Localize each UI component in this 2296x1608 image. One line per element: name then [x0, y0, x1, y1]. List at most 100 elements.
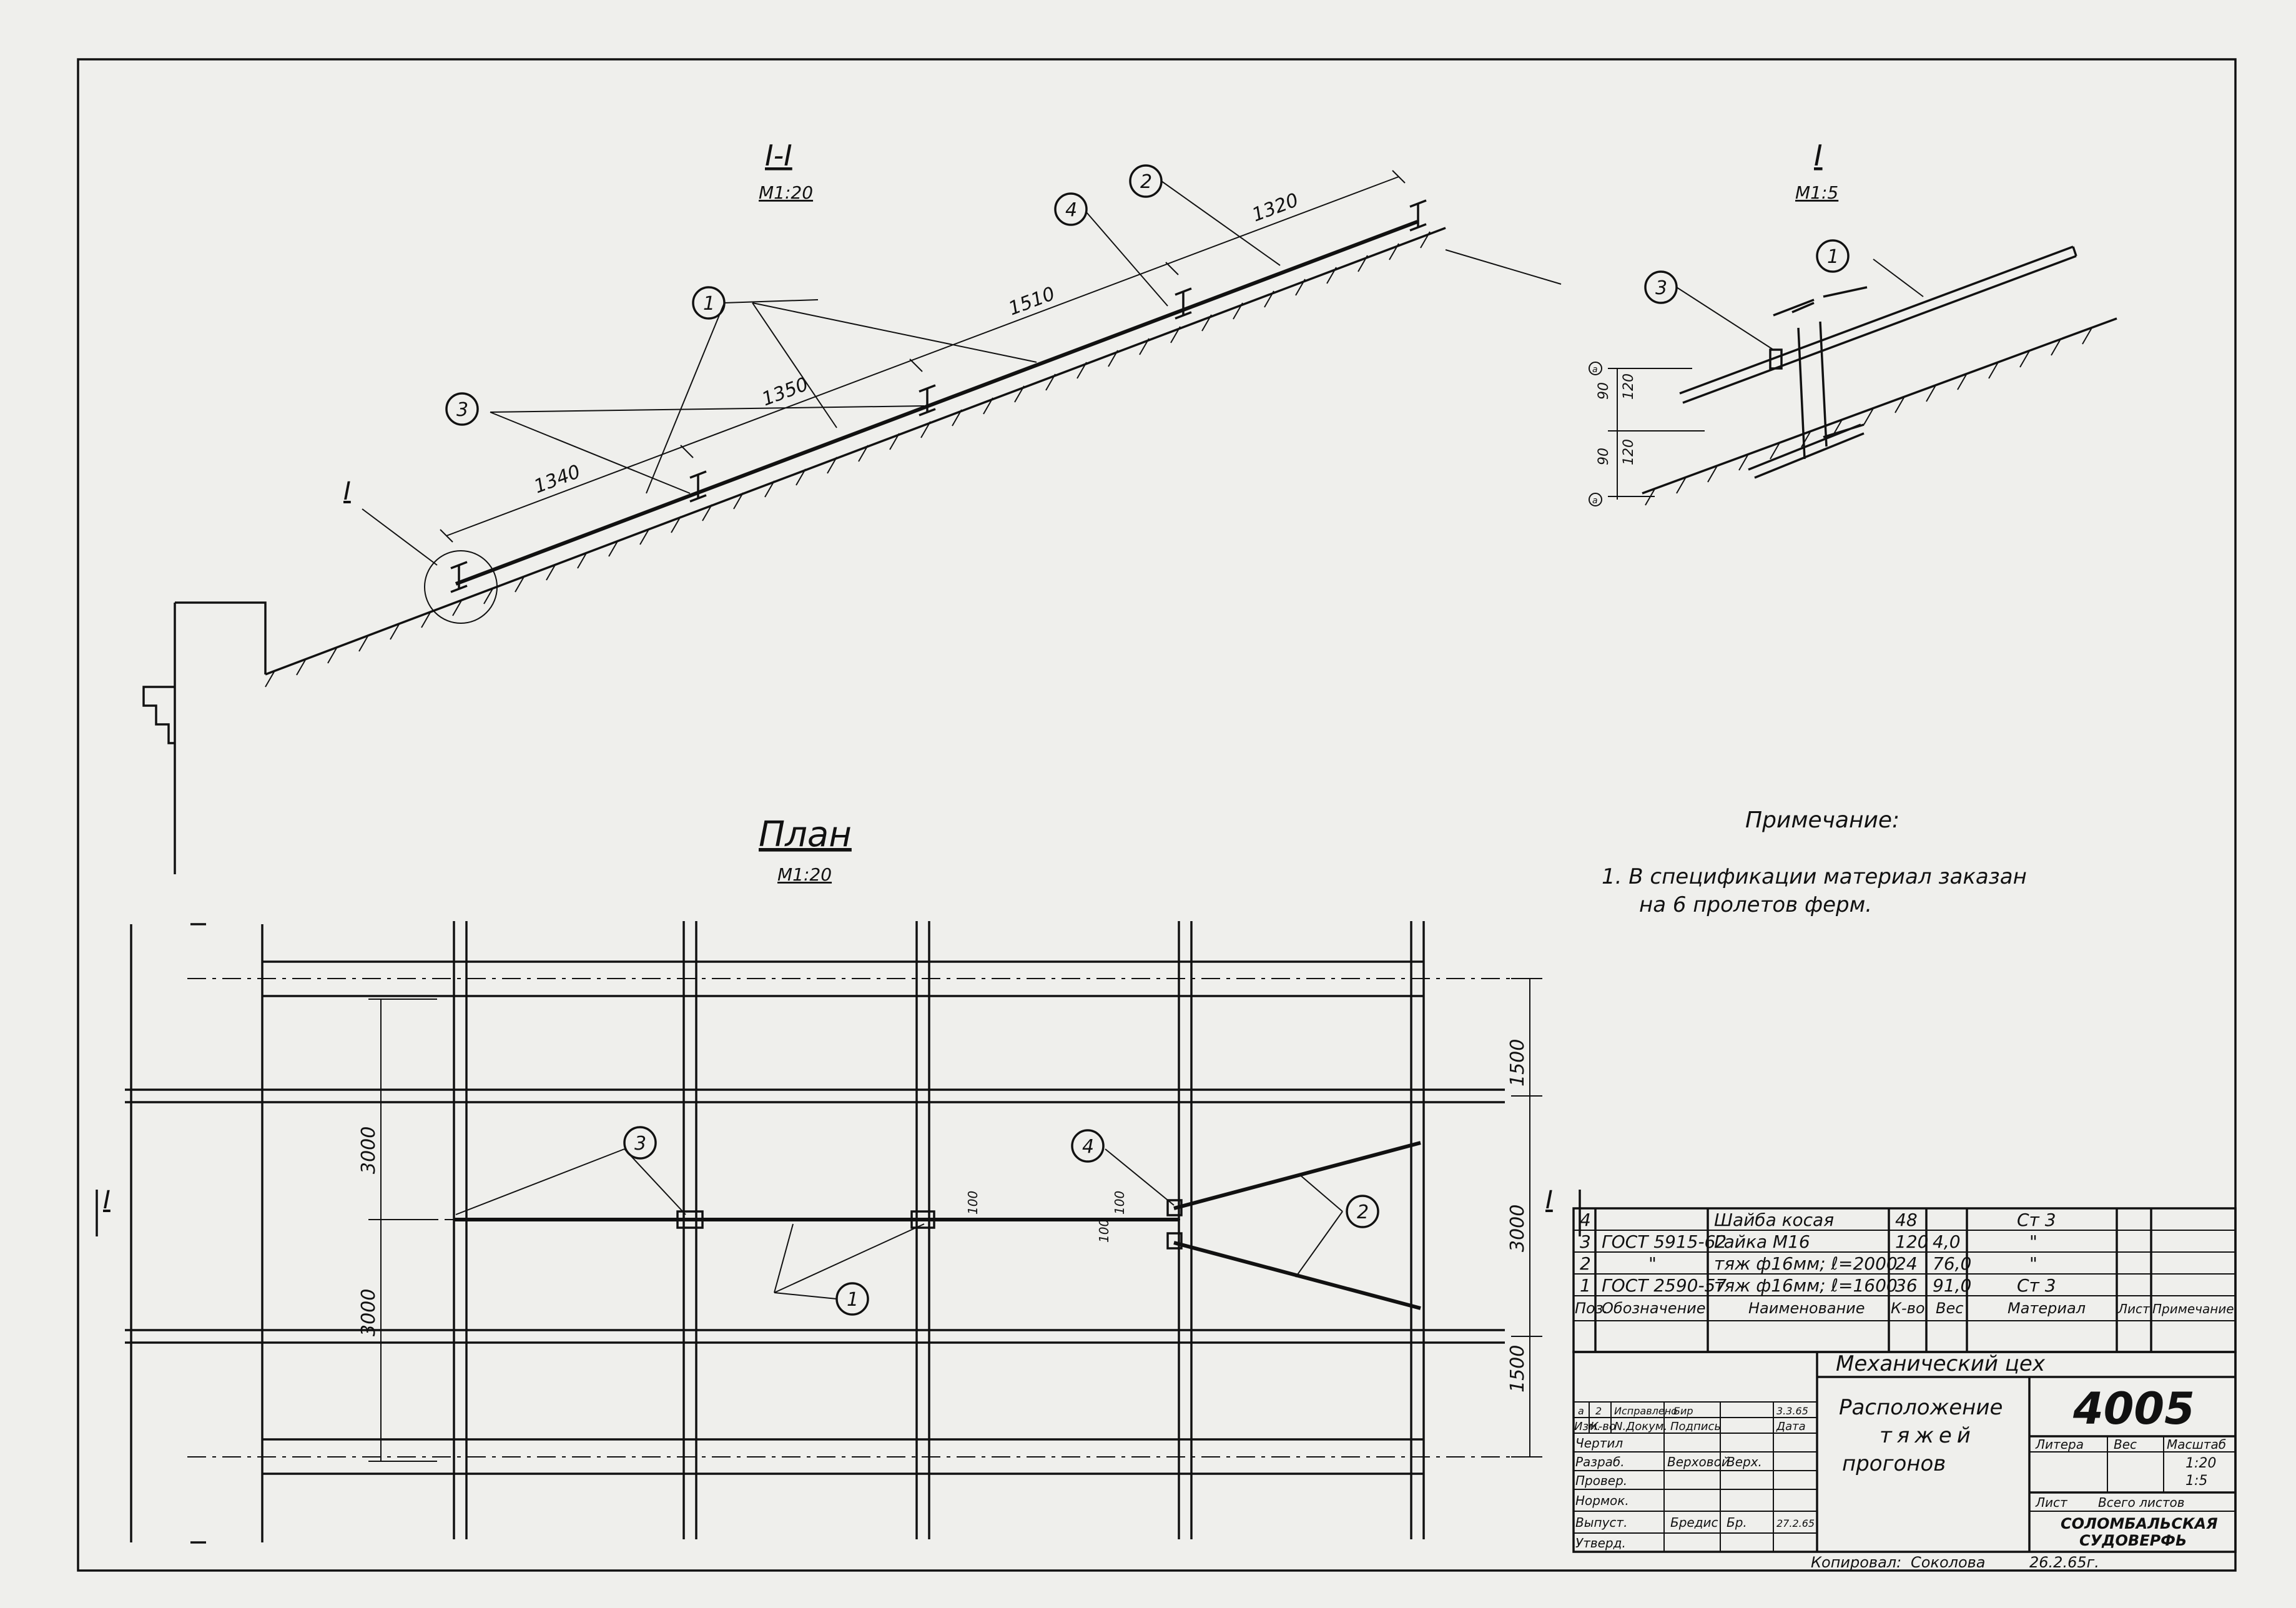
- spec-name: Шайба косая: [1714, 1210, 1834, 1230]
- svg-text:1: 1: [703, 293, 715, 315]
- svg-text:Исправлено: Исправлено: [1614, 1405, 1677, 1417]
- spec-name: тяж ф16мм; ℓ=1600: [1714, 1275, 1898, 1296]
- spec-header-weight: Вес: [1936, 1300, 1963, 1317]
- note-line-1: 1. В спецификации материал заказан: [1602, 864, 2027, 889]
- svg-text:Чертил: Чертил: [1575, 1436, 1623, 1451]
- spec-header-sheet: Лист: [2117, 1301, 2151, 1316]
- svg-text:3: 3: [1655, 277, 1667, 299]
- drawing-number: 4005: [2072, 1383, 2195, 1434]
- plan-dim-left-1: 3000: [358, 1127, 380, 1174]
- org-line-2: СУДОВЕРФЬ: [2079, 1532, 2187, 1549]
- title-role-row: Чертил: [1575, 1436, 1623, 1451]
- section-main-detail-mark: I: [343, 477, 351, 506]
- plan-dim-right-1: 1500: [1507, 1039, 1529, 1087]
- spec-material: ": [2029, 1253, 2037, 1274]
- svg-text:К-во: К-во: [1590, 1420, 1616, 1433]
- plan-dim-left-2: 3000: [358, 1289, 380, 1336]
- svg-text:Верховой: Верховой: [1667, 1454, 1730, 1469]
- detail-callout-3: 3: [1644, 270, 1678, 304]
- spec-header-row: Поз. Обозначение Наименование К-во Вес М…: [1575, 1300, 2234, 1317]
- spec-weight: 4,0: [1933, 1231, 1961, 1252]
- spec-qty: 48: [1895, 1210, 1918, 1230]
- spec-weight: 76,0: [1933, 1253, 1971, 1274]
- spec-qty: 36: [1895, 1275, 1918, 1296]
- col-scale: Масштаб: [2167, 1437, 2226, 1452]
- plan-dim-right-3: 1500: [1507, 1345, 1529, 1393]
- col-litera: Литера: [2035, 1437, 2084, 1452]
- section-callout-1: 1: [692, 286, 726, 320]
- svg-text:Бир: Бир: [1673, 1405, 1693, 1417]
- detail-dim-3: 90: [1596, 448, 1612, 465]
- plan-small-dim-1: 100: [965, 1191, 980, 1215]
- svg-text:1: 1: [1827, 246, 1839, 268]
- svg-text:3: 3: [634, 1133, 646, 1155]
- spec-header-name: Наименование: [1748, 1300, 1865, 1317]
- detail-dim-4: 120: [1621, 439, 1637, 465]
- detail-axis-mark-1: а: [1592, 365, 1598, 375]
- spec-material: Ст 3: [2017, 1210, 2056, 1230]
- svg-text:Изм.: Изм.: [1574, 1420, 1600, 1433]
- spec-row: 3 ГОСТ 5915-62 Гайка М16 120 4,0 ": [1580, 1231, 2037, 1252]
- spec-material: ": [2029, 1231, 2037, 1252]
- spec-qty: 24: [1895, 1253, 1918, 1274]
- svg-text:а: а: [1578, 1405, 1584, 1417]
- svg-text:3: 3: [456, 399, 468, 421]
- spec-pos: 3: [1580, 1231, 1591, 1252]
- title-role-row: Провер.: [1575, 1473, 1627, 1488]
- revision-row: а 2 Исправлено Бир 3.3.65: [1578, 1405, 1808, 1417]
- spec-designation: ГОСТ 2590-57: [1602, 1275, 1727, 1296]
- svg-text:2: 2: [1140, 171, 1152, 193]
- spec-row: 1 ГОСТ 2590-57 тяж ф16мм; ℓ=1600 36 91,0…: [1580, 1275, 2056, 1296]
- spec-name: тяж ф16мм; ℓ=2000: [1714, 1253, 1898, 1274]
- plan-section-marker-right: I: [1545, 1186, 1581, 1236]
- copied-by: Копировал: Соколова 26.2.65г.: [1811, 1554, 2099, 1571]
- plan-view: План М1:20: [96, 814, 1581, 1544]
- plan-scale: М1:20: [777, 864, 832, 885]
- plan-dim-right-2: 3000: [1507, 1205, 1529, 1252]
- svg-text:Утверд.: Утверд.: [1575, 1536, 1626, 1551]
- section-dim-1: 1340: [531, 461, 584, 498]
- section-detail-title: I: [1814, 139, 1823, 172]
- title-block-column-labels: Изм. К-во N.Докум. Подпись Дата: [1574, 1420, 1806, 1433]
- specification-table: 4 Шайба косая 48 Ст 3 3 ГОСТ 5915-62 Гай…: [1572, 1207, 2237, 1353]
- spec-pos: 1: [1580, 1275, 1591, 1296]
- spec-qty: 120: [1895, 1231, 1928, 1252]
- copied-date: 26.2.65г.: [2029, 1554, 2099, 1571]
- plan-section-marker-left: I: [96, 1186, 111, 1236]
- svg-text:N.Докум.: N.Докум.: [1614, 1420, 1667, 1433]
- title-role-row: Разраб. Верховой Верх.: [1575, 1454, 1762, 1469]
- svg-text:4: 4: [1065, 199, 1077, 221]
- spec-header-qty: К-во: [1891, 1300, 1925, 1317]
- svg-text:Подпись: Подпись: [1670, 1420, 1721, 1433]
- spec-header-designation: Обозначение: [1602, 1300, 1706, 1317]
- plan-title: План: [759, 814, 852, 855]
- svg-text:1: 1: [847, 1289, 859, 1311]
- scale-2: 1:5: [2185, 1473, 2207, 1489]
- plan-small-dim-3: 100: [1096, 1219, 1111, 1243]
- svg-text:2: 2: [1357, 1201, 1369, 1223]
- svg-text:Дата: Дата: [1776, 1420, 1806, 1433]
- plan-callout-1: 1: [835, 1282, 869, 1316]
- note-title: Примечание:: [1745, 807, 1899, 833]
- spec-pos: 4: [1580, 1210, 1591, 1230]
- svg-text:Верх.: Верх.: [1727, 1454, 1762, 1469]
- svg-text:I: I: [103, 1186, 111, 1215]
- sheet-label: Лист: [2035, 1495, 2068, 1510]
- spec-name: Гайка М16: [1714, 1231, 1810, 1252]
- svg-text:Нормок.: Нормок.: [1575, 1493, 1629, 1508]
- drawing-frame: [77, 58, 2237, 1572]
- svg-text:27.2.65: 27.2.65: [1776, 1517, 1815, 1529]
- col-weight: Вес: [2114, 1437, 2137, 1452]
- svg-text:I: I: [1545, 1186, 1553, 1215]
- svg-text:Выпуст.: Выпуст.: [1575, 1515, 1627, 1530]
- svg-text:Провер.: Провер.: [1575, 1473, 1627, 1488]
- section-detail-scale: М1:5: [1795, 182, 1838, 203]
- title-role-row: Нормок.: [1575, 1493, 1629, 1508]
- note: Примечание: 1. В спецификации материал з…: [1602, 807, 2027, 917]
- drawing-title-line-2: тяжей: [1880, 1423, 1976, 1448]
- total-sheets-label: Всего листов: [2098, 1495, 2185, 1510]
- scale-1: 1:20: [2185, 1456, 2216, 1471]
- svg-text:2: 2: [1595, 1405, 1602, 1417]
- title-role-row: Выпуст. Бредис Бр. 27.2.65: [1575, 1515, 1815, 1530]
